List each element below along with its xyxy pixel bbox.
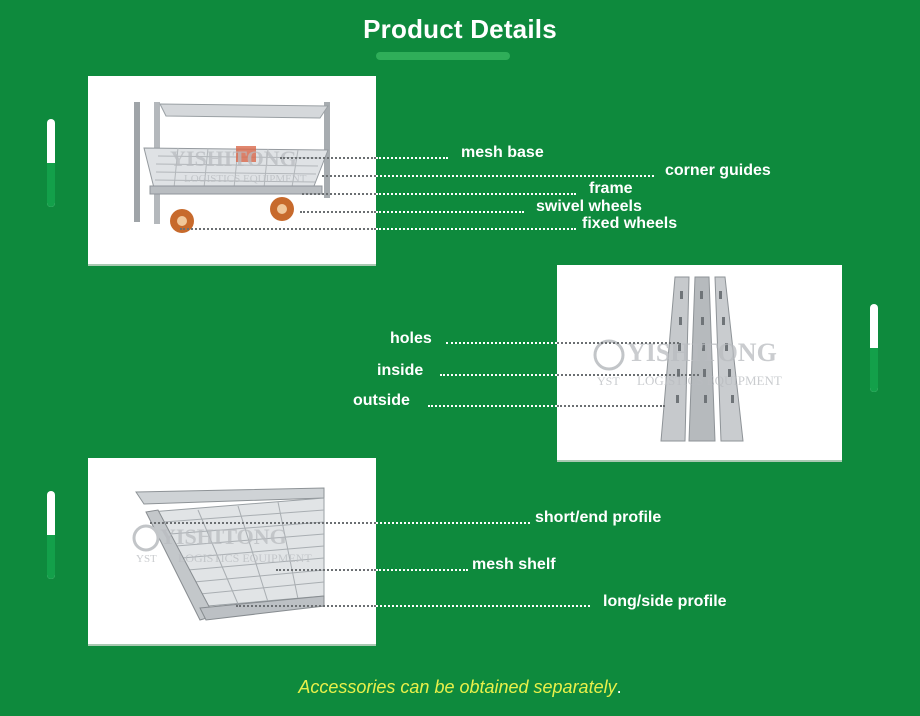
watermark-tagline: LOGISTICS EQUIPMENT — [184, 173, 307, 185]
leader-inside — [440, 374, 557, 376]
leader-holes-inner — [557, 342, 679, 344]
leader-fixed-wheels-inner — [180, 228, 376, 230]
watermark-brand-3: YISHITONG — [160, 524, 287, 549]
label-corner-guides: corner guides — [665, 162, 771, 179]
footer-note-text: Accessories can be obtained separately — [298, 677, 617, 697]
label-fixed-wheels: fixed wheels — [582, 215, 678, 232]
label-inside: inside — [377, 362, 424, 379]
watermark-tagline-2: LOGISTICS EQUIPMENT — [637, 373, 782, 388]
leader-frame — [376, 193, 576, 195]
leader-swivel-wheels-inner — [300, 211, 376, 213]
label-mesh-base: mesh base — [461, 144, 544, 161]
leader-short-end — [376, 522, 530, 524]
leader-inside-inner — [557, 374, 699, 376]
title-underline — [376, 52, 510, 60]
profile-illustration: YISHITONG YST LOGISTICS EQUIPMENT — [593, 276, 782, 442]
leader-short-end-inner — [150, 522, 376, 524]
label-mesh-shelf: mesh shelf — [472, 556, 556, 573]
label-short-end-profile: short/end profile — [535, 509, 662, 526]
label-holes: holes — [390, 330, 432, 347]
footer-note-period: . — [616, 677, 622, 697]
label-swivel-wheels: swivel wheels — [536, 198, 642, 215]
leader-mesh-base-inner — [280, 157, 376, 159]
watermark-tagline-3: LOGISTICS EQUIPMENT — [178, 551, 312, 565]
leader-long-side — [376, 605, 590, 607]
watermark-brand: YISHITONG — [170, 146, 297, 171]
leader-fixed-wheels — [376, 228, 576, 230]
label-outside: outside — [353, 392, 410, 409]
leader-frame-inner — [302, 193, 376, 195]
product-photo-shelf: YISHITONG YST LOGISTICS EQUIPMENT — [88, 458, 376, 644]
side-bar-left-top — [47, 119, 55, 207]
leader-holes — [446, 342, 557, 344]
product-photo-cart: YISHITONG LOGISTICS EQUIPMENT — [88, 76, 376, 264]
shelf-illustration: YISHITONG YST LOGISTICS EQUIPMENT — [132, 487, 325, 621]
product-photo-profile: YISHITONG YST LOGISTICS EQUIPMENT — [557, 265, 842, 460]
cart-illustration: YISHITONG LOGISTICS EQUIPMENT — [134, 102, 330, 233]
watermark-badge-2: YST — [597, 374, 620, 388]
leader-corner-guides-inner — [322, 175, 376, 177]
watermark-badge-3: YST — [136, 553, 157, 565]
label-frame: frame — [589, 180, 633, 197]
leader-long-side-inner — [236, 605, 376, 607]
leader-mesh-base — [376, 157, 448, 159]
label-long-side-profile: long/side profile — [603, 593, 727, 610]
leader-mesh-shelf — [376, 569, 468, 571]
leader-outside-inner — [557, 405, 665, 407]
leader-mesh-shelf-inner — [276, 569, 376, 571]
leader-swivel-wheels — [376, 211, 524, 213]
page-title: Product Details — [363, 14, 557, 44]
footer-note: Accessories can be obtained separately. — [0, 677, 920, 698]
side-bar-left-bottom — [47, 491, 55, 579]
leader-corner-guides — [376, 175, 654, 177]
leader-outside — [428, 405, 557, 407]
side-bar-right-middle — [870, 304, 878, 392]
